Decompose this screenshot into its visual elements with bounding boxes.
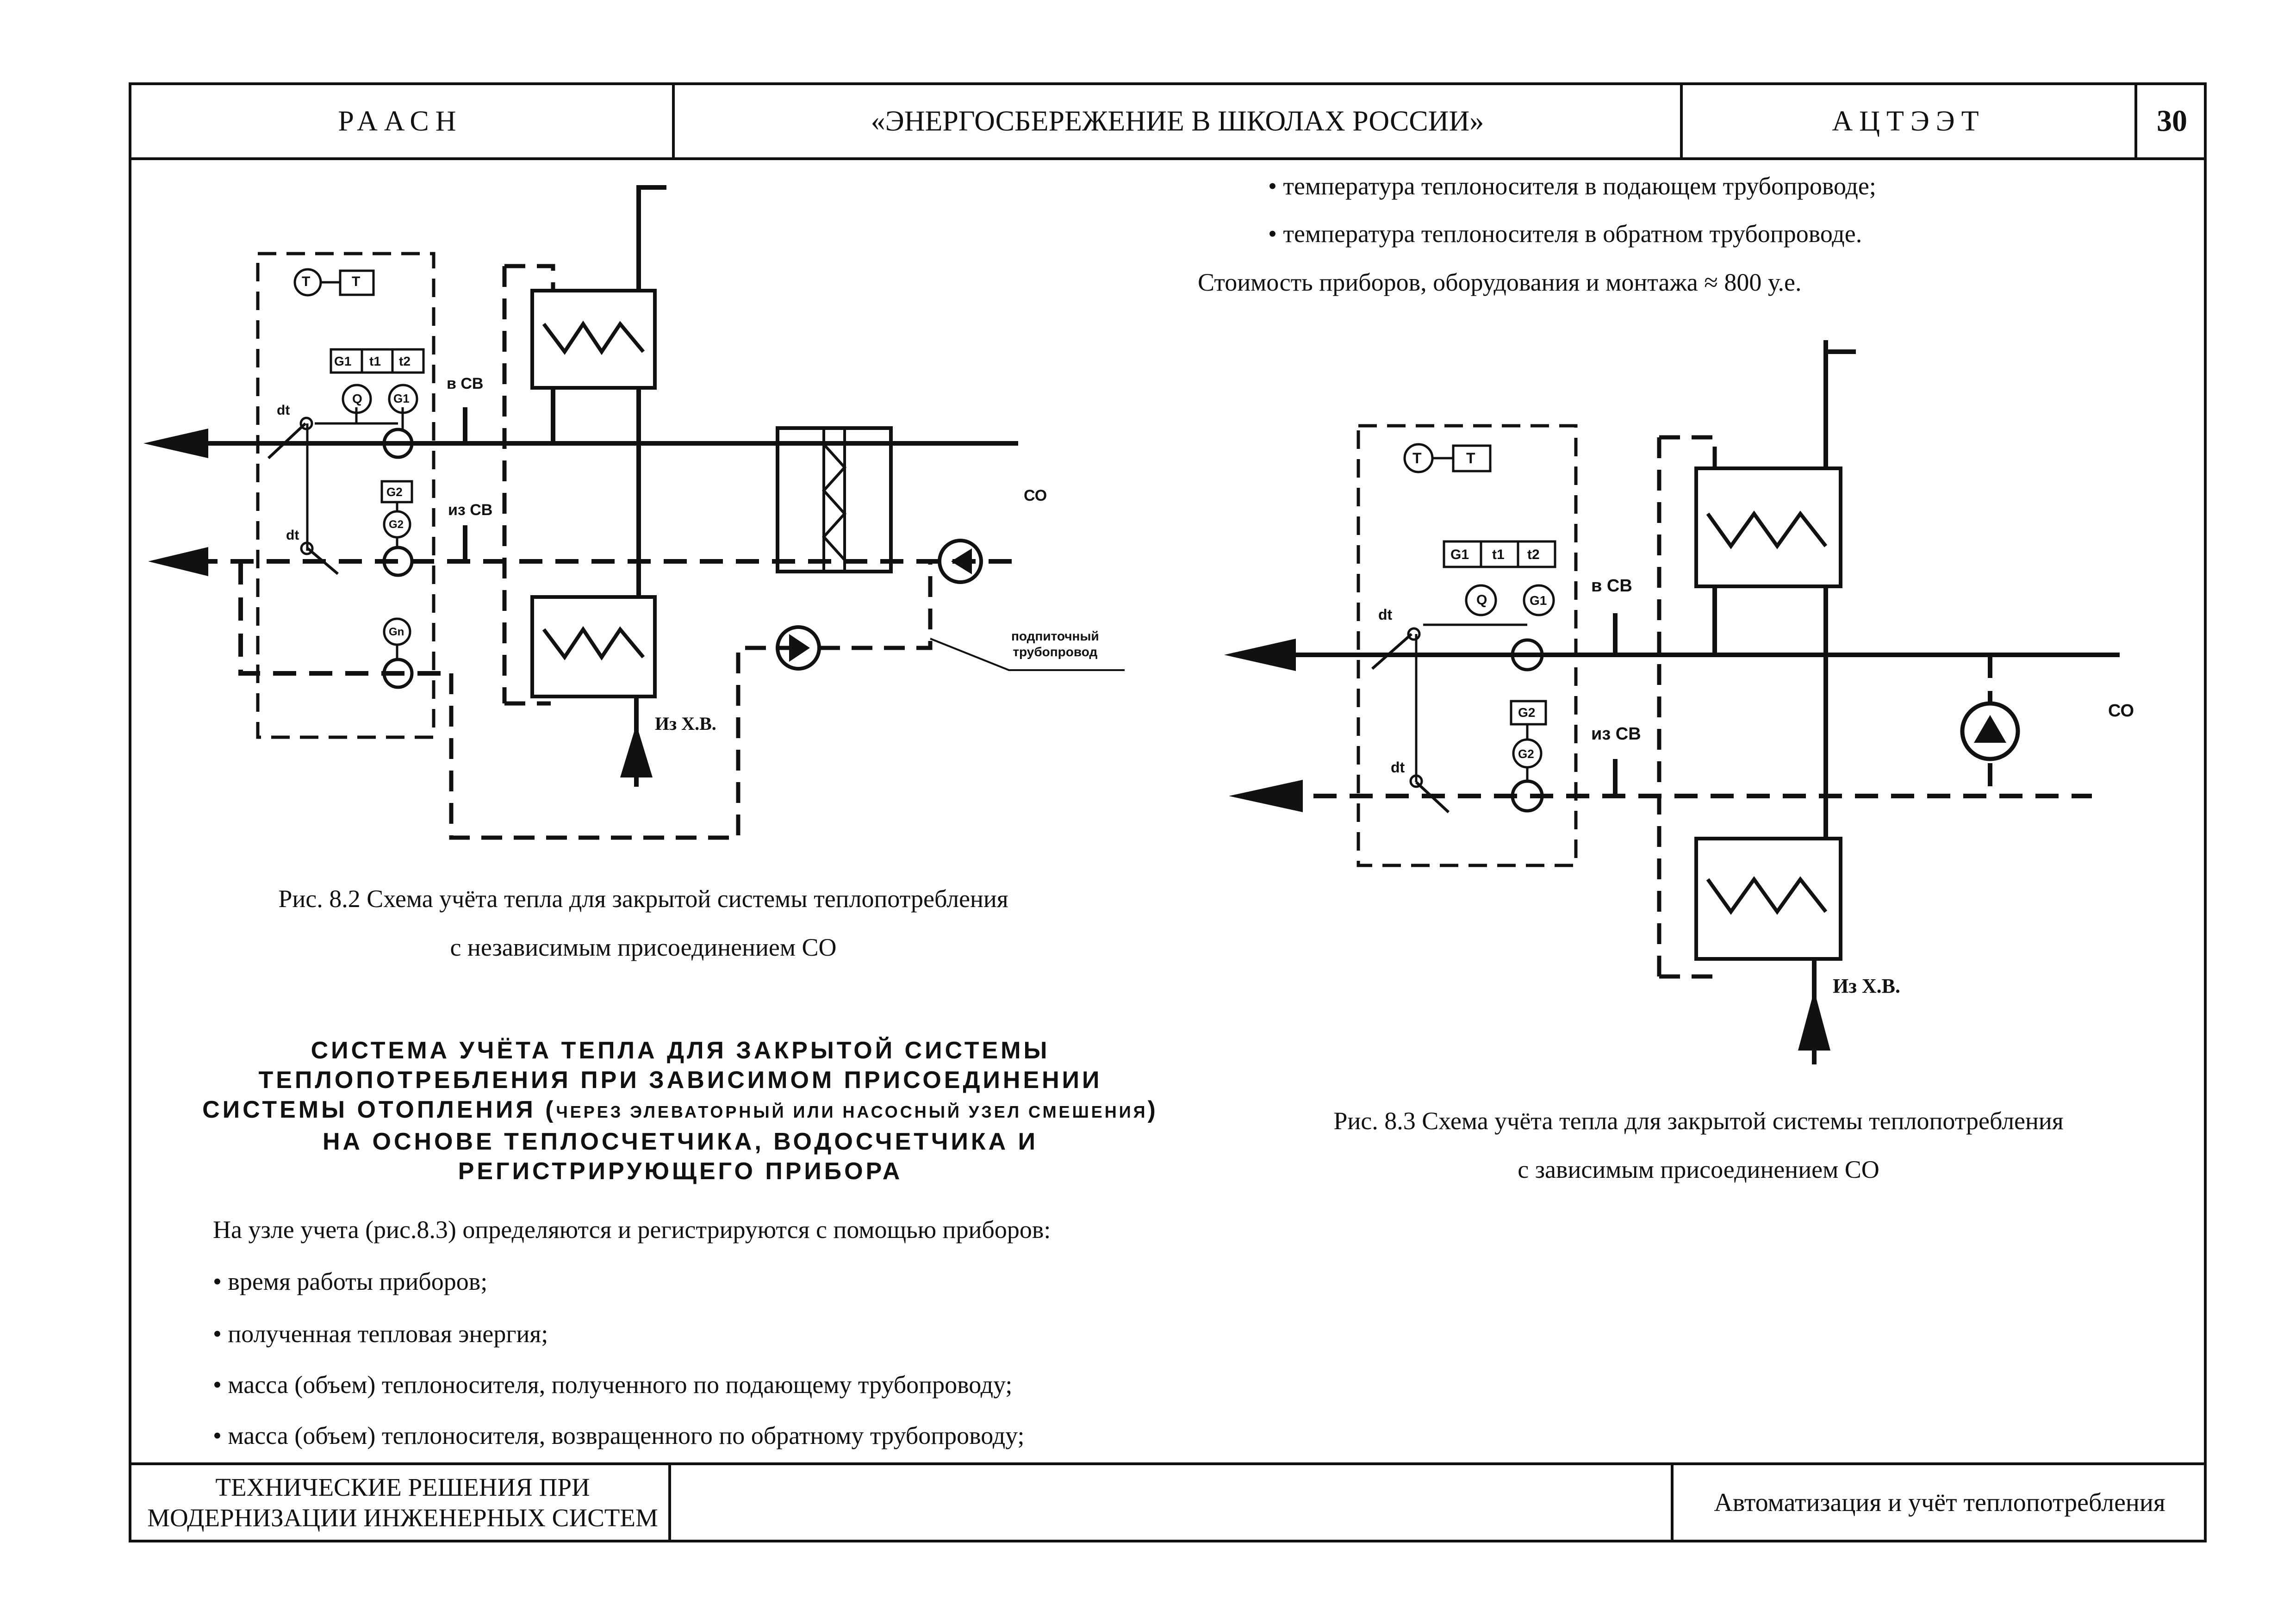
iz-hv-label: Из Х.В. [655, 713, 716, 734]
footer-right: Автоматизация и учёт теплопотребления [1714, 1488, 2165, 1517]
metering-box [256, 252, 436, 739]
g2-label: G2 [386, 485, 403, 499]
g2-circle-label: G2 [389, 518, 404, 531]
footer-separator [668, 1462, 671, 1542]
dt-bottom-label: dt [286, 528, 299, 543]
footer-left-line2: МОДЕРНИЗАЦИИ ИНЖЕНЕРНЫХ СИСТЕМ [147, 1503, 658, 1532]
v-sv-label: в СВ [1591, 576, 1632, 596]
dt-top-label: dt [277, 403, 290, 418]
makeup-label: подпиточный трубопровод [1011, 628, 1099, 660]
header-left: РААСН [338, 105, 463, 137]
q-label: Q [1476, 592, 1487, 608]
return-arrow [148, 547, 208, 576]
v-sv-label: в СВ [447, 375, 484, 392]
supply-arrow [143, 429, 208, 458]
header-separator [672, 82, 675, 160]
q-label: Q [352, 392, 362, 406]
figure-8-3-caption-line2: с зависимым присоединением СО [1518, 1156, 1879, 1183]
iz-sv-label: из СВ [448, 501, 493, 519]
makeup-label-line2: трубопровод [1013, 645, 1098, 659]
co-label: СО [1024, 487, 1047, 504]
t1-label: t1 [369, 354, 381, 368]
page-frame [129, 82, 2207, 1542]
list-item: • полученная тепловая энергия; [213, 1320, 548, 1348]
t1-label: t1 [1492, 547, 1505, 562]
makeup-pipe [238, 561, 444, 676]
header-separator [2134, 82, 2137, 160]
list-item: • время работы приборов; [213, 1268, 488, 1295]
gn-label: Gn [389, 626, 404, 638]
t-box-label: T [1466, 450, 1475, 466]
figure-8-2-caption-line2: с независимым присоединением СО [450, 933, 837, 961]
footer-divider [129, 1462, 2207, 1465]
dt-bottom-label: dt [1391, 759, 1405, 776]
section-heading-small: через элеваторный или насосный узел смеш… [556, 1102, 1148, 1121]
metering-box [1356, 424, 1578, 867]
section-heading-part1: Система учёта тепла для закрытой системы… [202, 1037, 1102, 1123]
iz-hv-label: Из Х.В. [1833, 975, 1901, 997]
section-heading-part2: ) на основе теплосчетчика, водосчетчика … [322, 1096, 1158, 1185]
footer-left-line1: ТЕХНИЧЕСКИЕ РЕШЕНИЯ ПРИ [215, 1473, 590, 1501]
t-box-label: T [352, 274, 361, 289]
g2-label: G2 [1518, 705, 1536, 720]
section-intro: На узле учета (рис.8.3) определяются и р… [213, 1216, 1051, 1244]
header-right: АЦТЭЭТ [1832, 105, 1985, 137]
makeup-label-line1: подпиточный [1011, 629, 1099, 643]
footer-separator [1671, 1462, 1674, 1542]
t-circle-label: T [1412, 450, 1422, 466]
cost-text: Стоимость приборов, оборудования и монта… [1198, 268, 1802, 296]
t-circle-label: T [302, 274, 311, 289]
figure-8-2-caption-line1: Рис. 8.2 Схема учёта тепла для закрытой … [278, 885, 1008, 913]
t2-label: t2 [1527, 547, 1540, 562]
g1-label: G1 [1450, 547, 1469, 562]
bullet-temp-supply: • температура теплоносителя в подающем т… [1268, 172, 1876, 200]
makeup-leader [930, 638, 1125, 671]
g2-circle-label: G2 [1518, 747, 1534, 761]
dt-top-label: dt [1378, 606, 1393, 623]
list-item: • масса (объем) теплоносителя, возвращен… [213, 1422, 1025, 1449]
header-separator [1680, 82, 1683, 160]
t2-label: t2 [399, 354, 411, 368]
page-number: 30 [2157, 104, 2187, 138]
header-title: «ЭНЕРГОСБЕРЕЖЕНИЕ В ШКОЛАХ РОССИИ» [871, 105, 1484, 137]
figure-8-3-caption-line1: Рис. 8.3 Схема учёта тепла для закрытой … [1333, 1107, 2064, 1135]
bullet-temp-return: • температура теплоносителя в обратном т… [1268, 220, 1862, 248]
g1-circle-label: G1 [1530, 593, 1547, 608]
g1-label: G1 [334, 354, 352, 368]
g1-circle-label: G1 [393, 392, 410, 405]
iz-sv-label: из СВ [1591, 724, 1641, 744]
header-divider [129, 157, 2207, 160]
section-heading: Система учёта тепла для закрытой системы… [194, 1036, 1166, 1186]
co-label: СО [2108, 701, 2134, 721]
list-item: • масса (объем) теплоносителя, полученно… [213, 1371, 1013, 1399]
